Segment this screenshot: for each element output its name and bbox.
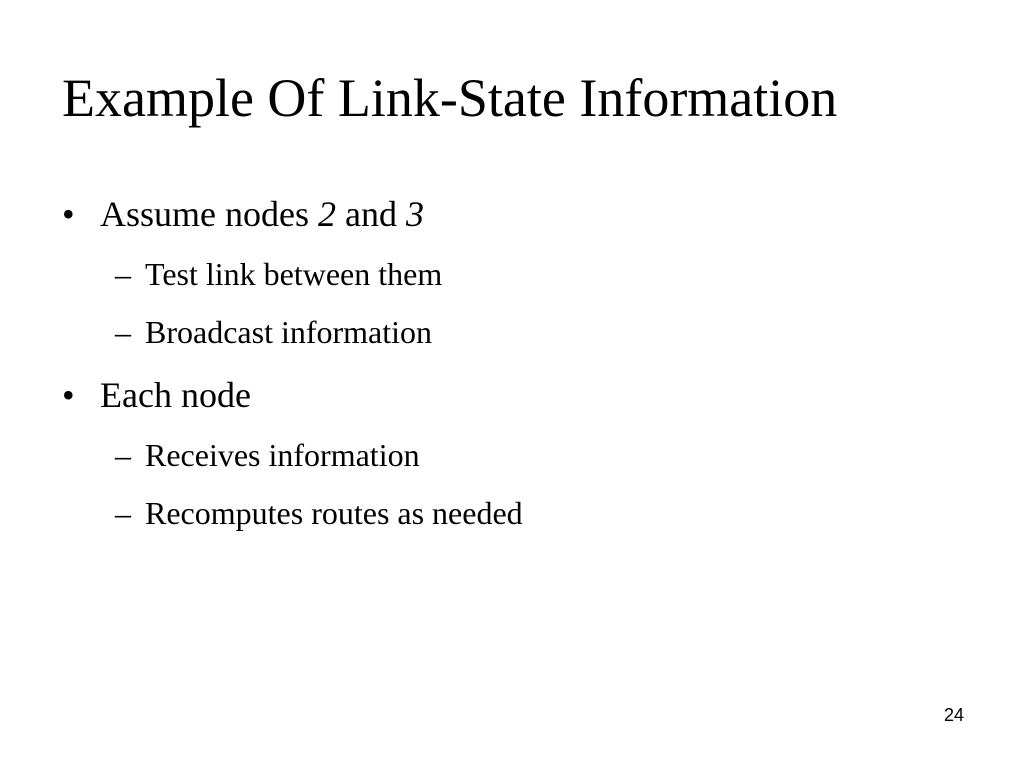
page-number: 24 xyxy=(943,705,964,725)
node-number-3: 3 xyxy=(405,194,424,234)
bullet-text-and: and xyxy=(336,194,406,234)
dash-marker: – xyxy=(115,256,131,292)
dash-marker: – xyxy=(115,314,131,350)
slide-title: Example Of Link-State Information xyxy=(62,68,838,128)
sub-item-recomputes: –Recomputes routes as needed xyxy=(115,493,523,533)
bullet-marker: • xyxy=(62,375,75,415)
node-number-2: 2 xyxy=(318,194,336,234)
bullet-item-assume-nodes: • Assume nodes 2 and 3 xyxy=(62,192,424,236)
sub-item-text: Recomputes routes as needed xyxy=(145,495,523,531)
sub-item-text: Broadcast information xyxy=(145,314,433,350)
sub-item-test-link: –Test link between them xyxy=(115,254,442,294)
sub-item-text: Receives information xyxy=(145,437,420,473)
sub-item-receives: –Receives information xyxy=(115,435,420,475)
sub-item-broadcast: –Broadcast information xyxy=(115,312,432,352)
bullet-text: Each node xyxy=(100,375,251,415)
sub-item-text: Test link between them xyxy=(145,256,443,292)
bullet-marker: • xyxy=(62,194,75,234)
dash-marker: – xyxy=(115,495,131,531)
bullet-text: Assume nodes xyxy=(100,194,318,234)
dash-marker: – xyxy=(115,437,131,473)
bullet-item-each-node: • Each node xyxy=(62,373,251,417)
